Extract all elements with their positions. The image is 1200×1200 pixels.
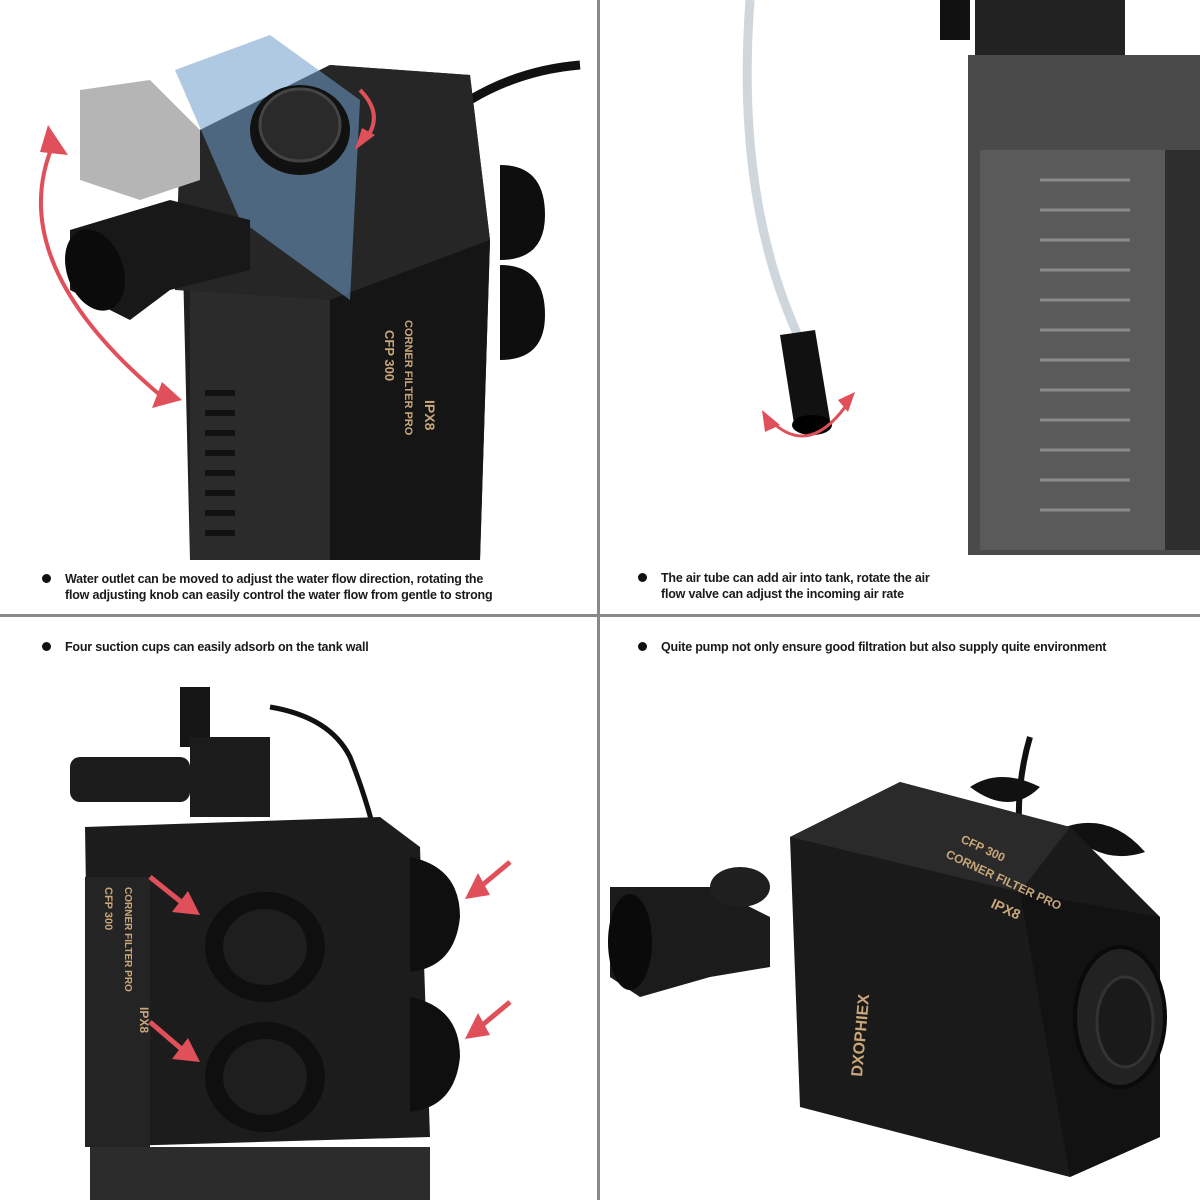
bullet-icon: [42, 574, 51, 583]
panel-suction-cups: Four suction cups can easily adsorb on t…: [0, 617, 597, 1200]
horizontal-divider: [0, 614, 1200, 617]
bullet-icon: [638, 573, 647, 582]
outlet-rating-text: IPX8: [422, 400, 438, 431]
suction-line-text: CORNER FILTER PRO: [122, 887, 133, 992]
panel-quiet-pump: Quite pump not only ensure good filtrati…: [600, 617, 1200, 1200]
vertical-divider: [597, 0, 600, 1200]
panel-water-outlet: CFP 300 CORNER FILTER PRO IPX8 Water out…: [0, 0, 597, 614]
caption-air-tube-text: The air tube can add air into tank, rota…: [661, 571, 930, 601]
caption-suction: Four suction cups can easily adsorb on t…: [42, 639, 582, 655]
caption-quiet-text: Quite pump not only ensure good filtrati…: [661, 640, 1107, 654]
caption-quiet: Quite pump not only ensure good filtrati…: [638, 639, 1198, 655]
suction-model-text: CFP 300: [102, 887, 114, 930]
bullet-icon: [42, 642, 51, 651]
caption-air-tube: The air tube can add air into tank, rota…: [638, 570, 1178, 602]
quiet-pump-photo: CFP 300 CORNER FILTER PRO IPX8 DXOPHIEX: [608, 736, 1167, 1177]
panel-air-tube: The air tube can add air into tank, rota…: [600, 0, 1200, 614]
outlet-line-text: CORNER FILTER PRO: [402, 320, 414, 436]
suction-rating-text: IPX8: [137, 1007, 151, 1033]
caption-outlet: Water outlet can be moved to adjust the …: [42, 571, 582, 603]
outlet-model-text: CFP 300: [382, 330, 397, 381]
suction-cups-photo: CFP 300 CORNER FILTER PRO IPX8: [70, 687, 512, 1200]
bullet-icon: [638, 642, 647, 651]
outlet-photo: CFP 300 CORNER FILTER PRO IPX8: [39, 35, 581, 560]
caption-suction-text: Four suction cups can easily adsorb on t…: [65, 640, 369, 654]
air-tube-photo: [742, 0, 1200, 555]
caption-outlet-text: Water outlet can be moved to adjust the …: [65, 572, 493, 602]
